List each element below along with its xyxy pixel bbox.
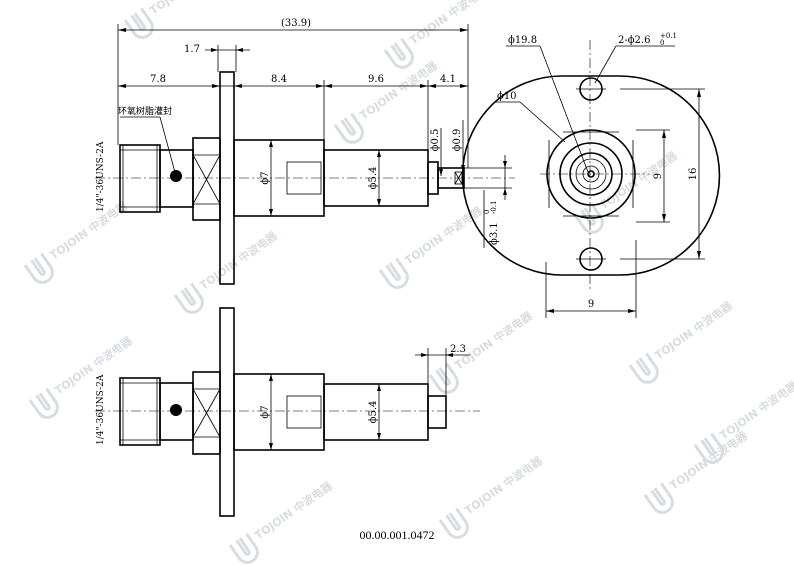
watermark-layer: TOJOIN 中波电器 TOJOIN 中波电器 TOJOIN 中波电器 TOJO…	[23, 0, 794, 564]
watermark-text: TOJOIN 中波电器	[402, 203, 486, 267]
watermark: TOJOIN 中波电器	[628, 298, 736, 384]
watermark-text: TOJOIN 中波电器	[652, 298, 736, 362]
bottom-side-view: ϕ7 ϕ5.4 2.3 1/4"-36UNS-2A	[95, 307, 480, 517]
dim-width-9: 9	[588, 299, 594, 310]
watermark-text: TOJOIN 中波电器	[462, 453, 546, 517]
dim-phi7: ϕ7	[260, 171, 271, 184]
watermark: TOJOIN 中波电器	[428, 308, 536, 394]
watermark: TOJOIN 中波电器	[383, 0, 491, 69]
watermark-text: TOJOIN 中波电器	[407, 0, 491, 47]
watermark: TOJOIN 中波电器	[228, 478, 336, 564]
dim-phi31-tol-dn: -0.1	[490, 201, 498, 215]
watermark: TOJOIN 中波电器	[378, 203, 486, 289]
watermark-text: TOJOIN 中波电器	[197, 228, 281, 292]
dim-phi10: ϕ10	[497, 91, 517, 102]
front-dimensions: ϕ19.8 2-ϕ2.6 +0.1 0 ϕ10 9 16 9	[495, 32, 705, 318]
dim-height-16: 16	[688, 168, 699, 181]
dim-overall: (33.9)	[281, 18, 311, 29]
watermark-text: TOJOIN 中波电器	[717, 378, 794, 442]
watermark: TOJOIN 中波电器	[28, 333, 136, 419]
dim-holes-tol-dn: 0	[660, 39, 664, 47]
dim-phi7-bottom: ϕ7	[260, 405, 271, 418]
top-side-view	[95, 71, 515, 285]
watermark-text: TOJOIN 中波电器	[452, 308, 536, 372]
dim-phi31: ϕ3.1	[489, 222, 500, 245]
dim-4-1: 4.1	[440, 74, 456, 85]
watermark: TOJOIN 中波电器	[123, 0, 231, 39]
front-view	[461, 40, 721, 292]
dim-phi31-tol-up: 0	[483, 210, 491, 214]
dim-2-3: 2.3	[450, 344, 466, 355]
dim-phi54: ϕ5.4	[368, 167, 379, 190]
top-dimensions: (33.9) 1.7 7.8 8.4 9.6 4.1 ϕ7 ϕ5.4 ϕ0.5 …	[96, 18, 512, 248]
dim-phi54-bottom: ϕ5.4	[368, 401, 379, 424]
watermark-text: TOJOIN 中波电器	[47, 198, 131, 262]
drawing-number: 00.00.001.0472	[359, 528, 435, 542]
thread-label-bottom: 1/4"-36UNS-2A	[96, 374, 106, 445]
potting-note: 环氧树脂灌封	[118, 105, 172, 117]
watermark: TOJOIN 中波电器	[693, 378, 794, 464]
dim-phi09: ϕ0.9	[452, 129, 463, 152]
dim-7-8: 7.8	[150, 74, 166, 85]
watermark: TOJOIN 中波电器	[173, 228, 281, 314]
watermark-text: TOJOIN 中波电器	[597, 148, 681, 212]
dim-phi05: ϕ0.5	[430, 129, 441, 152]
dim-flange: 1.7	[184, 44, 200, 55]
watermark-text: TOJOIN 中波电器	[147, 0, 231, 17]
dim-phi198: ϕ19.8	[508, 35, 537, 46]
dim-holes-tol-up: +0.1	[660, 32, 677, 40]
dim-vert-9: 9	[653, 173, 664, 179]
thread-label: 1/4"-36UNS-2A	[96, 141, 106, 212]
dim-holes: 2-ϕ2.6	[618, 35, 650, 46]
watermark: TOJOIN 中波电器	[643, 428, 751, 514]
dim-9-6: 9.6	[368, 74, 384, 85]
dim-8-4: 8.4	[271, 74, 287, 85]
